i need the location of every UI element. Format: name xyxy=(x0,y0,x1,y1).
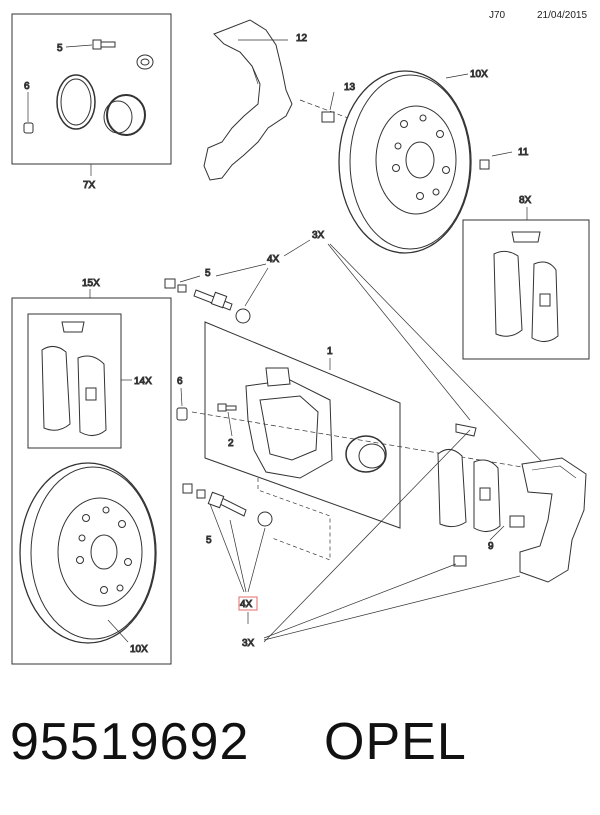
piston-icon xyxy=(345,435,387,473)
kit-box-disc-pads xyxy=(11,297,172,665)
callout-3x-top: 3X xyxy=(312,230,325,241)
callout-10x-left: 10X xyxy=(130,644,148,655)
guide-pin-icon-top xyxy=(164,278,251,324)
bleeder-icon xyxy=(23,122,34,134)
brake-disc-icon-left xyxy=(19,462,157,644)
diagram-code: J70 xyxy=(489,10,506,21)
callout-3x-bottom: 3X xyxy=(242,638,255,649)
seal-ring-icon xyxy=(56,74,96,130)
diagram-date: 21/04/2015 xyxy=(537,10,588,21)
piston-seal-icon xyxy=(103,94,146,136)
kit-box-pads xyxy=(462,219,590,360)
brake-disc-icon-top xyxy=(338,70,472,254)
kit-box-seals xyxy=(11,13,172,165)
callout-10x-top: 10X xyxy=(470,69,488,80)
bolt-icon-11 xyxy=(479,159,490,170)
caliper-icon xyxy=(245,367,333,479)
callout-6-main: 6 xyxy=(177,376,183,387)
bleeder-cap-icon xyxy=(176,407,188,421)
callout-9: 9 xyxy=(488,541,494,552)
callout-1: 1 xyxy=(327,346,333,357)
bolt-icon-9 xyxy=(509,515,525,528)
callout-12: 12 xyxy=(296,33,308,44)
caliper-carrier-icon xyxy=(519,457,587,583)
clip-icon-middle xyxy=(455,423,477,437)
callout-7x: 7X xyxy=(83,180,96,191)
callout-5-top: 5 xyxy=(205,268,211,279)
clip-icon-lower xyxy=(453,555,467,567)
brand-name: OPEL xyxy=(324,713,467,771)
callout-13: 13 xyxy=(344,82,356,93)
callout-2: 2 xyxy=(228,438,234,449)
caliper-box xyxy=(204,321,401,529)
guide-pin-icon-bottom xyxy=(182,483,273,527)
cap-icon xyxy=(136,54,154,70)
callout-4x-bottom: 4X xyxy=(240,599,253,610)
brake-pad-icon-right xyxy=(493,250,559,342)
clip-icon-left xyxy=(61,321,85,333)
callout-14x: 14X xyxy=(134,376,152,387)
dust-shield-icon xyxy=(203,19,293,181)
kit-box-pads-inner xyxy=(27,313,122,449)
callout-15x: 15X xyxy=(82,278,100,289)
bleeder-screw-icon xyxy=(217,403,237,412)
callout-5-bottom: 5 xyxy=(206,535,212,546)
callout-8x: 8X xyxy=(519,195,532,206)
clip-icon-right xyxy=(511,231,541,243)
highlight-box xyxy=(238,596,258,611)
part-number: 95519692 xyxy=(10,713,250,771)
brake-assembly-diagram: 5 6 7X 12 13 10X 11 8X xyxy=(11,13,590,665)
bolt-icon-13 xyxy=(321,111,335,123)
callout-6-kit: 6 xyxy=(24,81,30,92)
brake-pad-icon-middle xyxy=(437,449,501,532)
callout-4x-top: 4X xyxy=(267,254,280,265)
callout-5-kit: 5 xyxy=(57,43,63,54)
callout-11: 11 xyxy=(518,147,529,158)
brake-pad-icon-left xyxy=(41,346,107,436)
bolt-icon-5a xyxy=(92,39,116,50)
